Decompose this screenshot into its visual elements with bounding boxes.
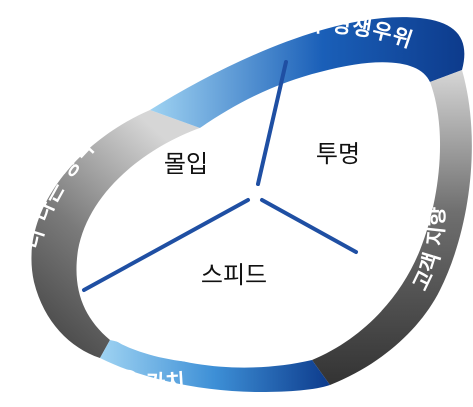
divider-right	[260, 198, 358, 254]
sector-label-upper-left: 몰입	[164, 150, 208, 178]
sector-dividers	[82, 60, 358, 292]
inner-field	[78, 71, 435, 363]
ring-segment-left	[31, 110, 200, 358]
ring-segment-top	[150, 17, 465, 128]
divider-top	[256, 60, 288, 186]
ring-segment-right	[312, 70, 472, 385]
ring-segment-bottom	[100, 340, 330, 392]
divider-left	[82, 198, 250, 292]
sector-label-upper-right: 투명	[316, 140, 360, 168]
sector-label-bottom: 스피드	[201, 261, 267, 289]
